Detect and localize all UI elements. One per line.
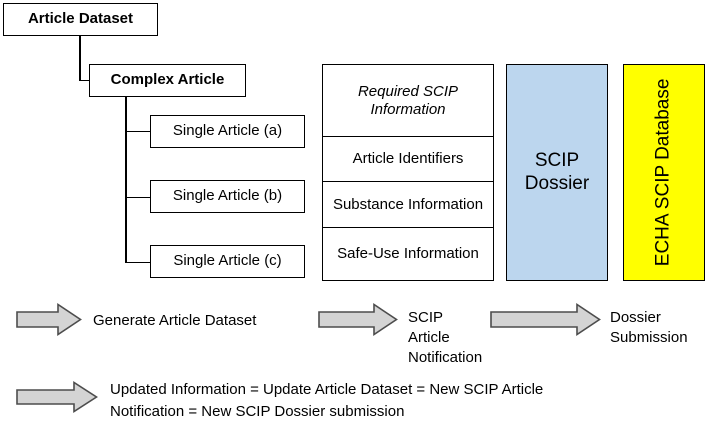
node-single-article-c: Single Article (c)	[150, 245, 305, 278]
flow-label-generate-article-dataset: Generate Article Dataset	[93, 312, 257, 329]
dossier-submission-arrow-icon	[490, 303, 601, 336]
connector-branch-c	[125, 261, 151, 263]
node-single-article-a: Single Article (a)	[150, 115, 305, 148]
connector-branch-a	[125, 130, 151, 132]
connector-dataset-vertical	[79, 36, 81, 81]
scip-row-article-identifiers: Article Identifiers	[323, 137, 493, 182]
node-echa-scip-database-label: ECHA SCIP Database	[652, 78, 674, 267]
scip-row-substance-information: Substance Information	[323, 182, 493, 228]
scip-article-notification-arrow-icon	[318, 303, 398, 336]
connector-branch-b	[125, 196, 151, 198]
generate-article-dataset-arrow-icon	[16, 303, 82, 336]
flow-label-dossier-submission: Dossier Submission	[610, 309, 688, 346]
flow-label-scip-article-notification: SCIP Article Notification	[408, 309, 483, 366]
node-scip-dossier: SCIP Dossier	[506, 64, 608, 281]
node-complex-article: Complex Article	[89, 64, 246, 97]
scip-table-header: Required SCIP Information	[323, 65, 493, 137]
node-single-article-b: Single Article (b)	[150, 180, 305, 213]
scip-information-table: Required SCIP Information Article Identi…	[322, 64, 494, 281]
connector-complex-trunk	[125, 97, 127, 263]
node-article-dataset: Article Dataset	[3, 3, 158, 36]
node-echa-scip-database: ECHA SCIP Database	[623, 64, 705, 281]
connector-dataset-horizontal	[79, 79, 90, 81]
updated-information-arrow-icon	[16, 381, 98, 413]
footnote-updated-information: Updated Information = Update Article Dat…	[110, 381, 544, 420]
scip-row-safe-use-information: Safe-Use Information	[337, 245, 479, 263]
